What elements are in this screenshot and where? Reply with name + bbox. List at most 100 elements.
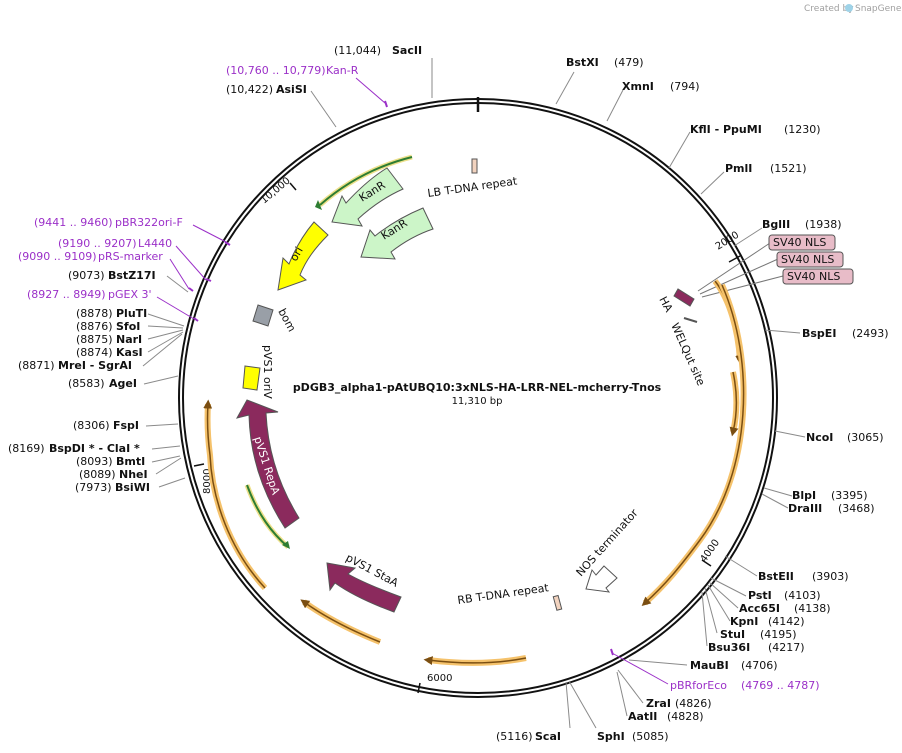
- site-pos-stui: (4195): [760, 628, 797, 641]
- site-name-kasi: KasI: [116, 346, 143, 359]
- site-pos-pmli: (1521): [770, 162, 807, 175]
- ori-label: ori: [287, 245, 305, 264]
- primer-mark-kanr: [384, 100, 388, 108]
- rb-label: RB T-DNA repeat: [457, 581, 551, 607]
- orf-arc-left: [203, 399, 266, 589]
- leader-zrai-aatii: [616, 669, 644, 717]
- site-pos-bsteii: (3903): [812, 570, 849, 583]
- site-pos-fspi: (8306): [73, 419, 110, 432]
- site-pos-blpi: (3395): [831, 489, 868, 502]
- tick-6000: [417, 682, 421, 694]
- pvs1-oriv-feature[interactable]: [242, 365, 261, 391]
- site-name-sphi: SphI: [597, 730, 625, 743]
- leader-pbrforeco: [611, 652, 669, 685]
- primer-mark-prs: [188, 287, 194, 292]
- nls-leader-3: [701, 275, 784, 298]
- site-pos-kasi: (8874): [76, 346, 113, 359]
- enzyme-labels: (11,044) SacII BstXI (479) XmnI (794) Kf…: [8, 44, 889, 743]
- site-pos-maubi: (4706): [741, 659, 778, 672]
- site-name-bmti: BmtI: [116, 455, 145, 468]
- kanr-feature-2[interactable]: [360, 207, 434, 260]
- nls-leader-2: [699, 258, 779, 295]
- tick-label-6000: 6000: [427, 673, 452, 684]
- tick-label-8000: 8000: [202, 469, 213, 494]
- site-pos-agei: (8583): [68, 377, 105, 390]
- site-name-bstz17i: BstZ17I: [108, 269, 156, 282]
- site-name-sacii: SacII: [392, 44, 422, 57]
- site-name-ncoi: NcoI: [806, 431, 833, 444]
- site-pos-kfli: (1230): [784, 123, 821, 136]
- welqut-feature[interactable]: [683, 317, 698, 323]
- lb-feature[interactable]: [471, 158, 478, 174]
- sv40-nls-box-3[interactable]: [782, 268, 854, 285]
- pvs1-staa-feature[interactable]: [326, 562, 402, 613]
- site-pos-xmni: (794): [670, 80, 700, 93]
- ori-feature[interactable]: [277, 221, 329, 291]
- site-name-sfoi: SfoI: [116, 320, 140, 333]
- ha-feature[interactable]: [673, 288, 695, 307]
- site-pos-sphi: (5085): [632, 730, 669, 743]
- site-pos-bsiwi: (7973): [75, 481, 112, 494]
- bom-feature[interactable]: [252, 304, 274, 327]
- welqut-label: WELQut site: [668, 321, 707, 388]
- site-pos-nhei: (8089): [79, 468, 116, 481]
- site-pos-bstz17i: (9073): [68, 269, 105, 282]
- leader-agei: [143, 375, 179, 385]
- site-pos-sacii: (11,044): [334, 44, 381, 57]
- leader-bstz17i: [166, 275, 189, 293]
- pvs1-oriv-label: pVS1 oriV: [261, 345, 274, 399]
- site-name-nari: NarI: [116, 333, 142, 346]
- watermark-prefix: Created by: [804, 4, 854, 14]
- sv40-nls-box-2[interactable]: [776, 251, 844, 268]
- primer-pos-prs: (9090 .. 9109): [18, 250, 97, 263]
- enzyme-leader-lines: [142, 58, 806, 729]
- leader-pgex: [156, 296, 195, 320]
- sv40-nls-box-1[interactable]: [768, 234, 836, 251]
- site-name-bsu36i: Bsu36I: [708, 641, 750, 654]
- site-name-fspi: FspI: [113, 419, 139, 432]
- sv40-nls-label-1: SV40 NLS: [773, 236, 826, 249]
- primer-name-l4440: L4440: [138, 237, 172, 250]
- leader-bspdi-group: [151, 445, 182, 475]
- lb-label: LB T-DNA repeat: [427, 174, 519, 200]
- nos-terminator-feature[interactable]: [585, 565, 618, 593]
- site-name-scai: ScaI: [535, 730, 561, 743]
- site-name-blpi: BlpI: [792, 489, 816, 502]
- repa-orf-line: [246, 484, 289, 548]
- sv40-nls-label-2: SV40 NLS: [781, 253, 834, 266]
- kanr-orf-arrowhead: [315, 200, 322, 210]
- site-pos-acc65i: (4138): [794, 602, 831, 615]
- primer-mark-pbrforeco: [610, 648, 614, 656]
- primer-pos-pbr322ori: (9441 .. 9460): [34, 216, 113, 229]
- site-name-xmni: XmnI: [622, 80, 654, 93]
- kanr-feature-1[interactable]: [331, 167, 404, 227]
- nos-terminator-label: NOS terminator: [574, 506, 641, 579]
- leader-kanr-primer: [355, 77, 386, 104]
- site-name-bspei: BspEI: [802, 327, 836, 340]
- plasmid-size: 11,310 bp: [452, 396, 503, 407]
- plasmid-name: pDGB3_alpha1-pAtUBQ10:3xNLS-HA-LRR-NEL-m…: [293, 381, 662, 394]
- primer-name-prs: pRS-marker: [98, 250, 163, 263]
- primer-name-kanr: Kan-R: [326, 64, 359, 77]
- tick-8000: [193, 463, 205, 467]
- orf-arc-bottom: [423, 656, 527, 666]
- site-pos-bglii: (1938): [805, 218, 842, 231]
- site-name-nhei: NheI: [119, 468, 148, 481]
- tick-2000: [728, 255, 741, 263]
- leader-ncoi: [774, 430, 806, 438]
- orf-arc-mcherry: [641, 284, 745, 607]
- pvs1-repa-feature[interactable]: [236, 399, 300, 529]
- site-pos-pluti: (8878): [76, 307, 113, 320]
- site-name-bspdi: BspDI * - ClaI *: [49, 442, 140, 455]
- site-name-pluti: PluTI: [116, 307, 147, 320]
- leader-bsteii: [724, 555, 758, 577]
- leader-scai: [565, 681, 571, 729]
- site-pos-mrei: (8871): [18, 359, 55, 372]
- site-name-aatii: AatII: [628, 710, 657, 723]
- nls-leader-1: [697, 242, 771, 292]
- primer-labels: (10,760 .. 10,779) Kan-R (9441 .. 9460) …: [18, 64, 820, 692]
- rb-feature[interactable]: [552, 594, 563, 611]
- tick-4000: [701, 559, 712, 567]
- site-pos-psti: (4103): [784, 589, 821, 602]
- site-pos-scai: (5116): [496, 730, 533, 743]
